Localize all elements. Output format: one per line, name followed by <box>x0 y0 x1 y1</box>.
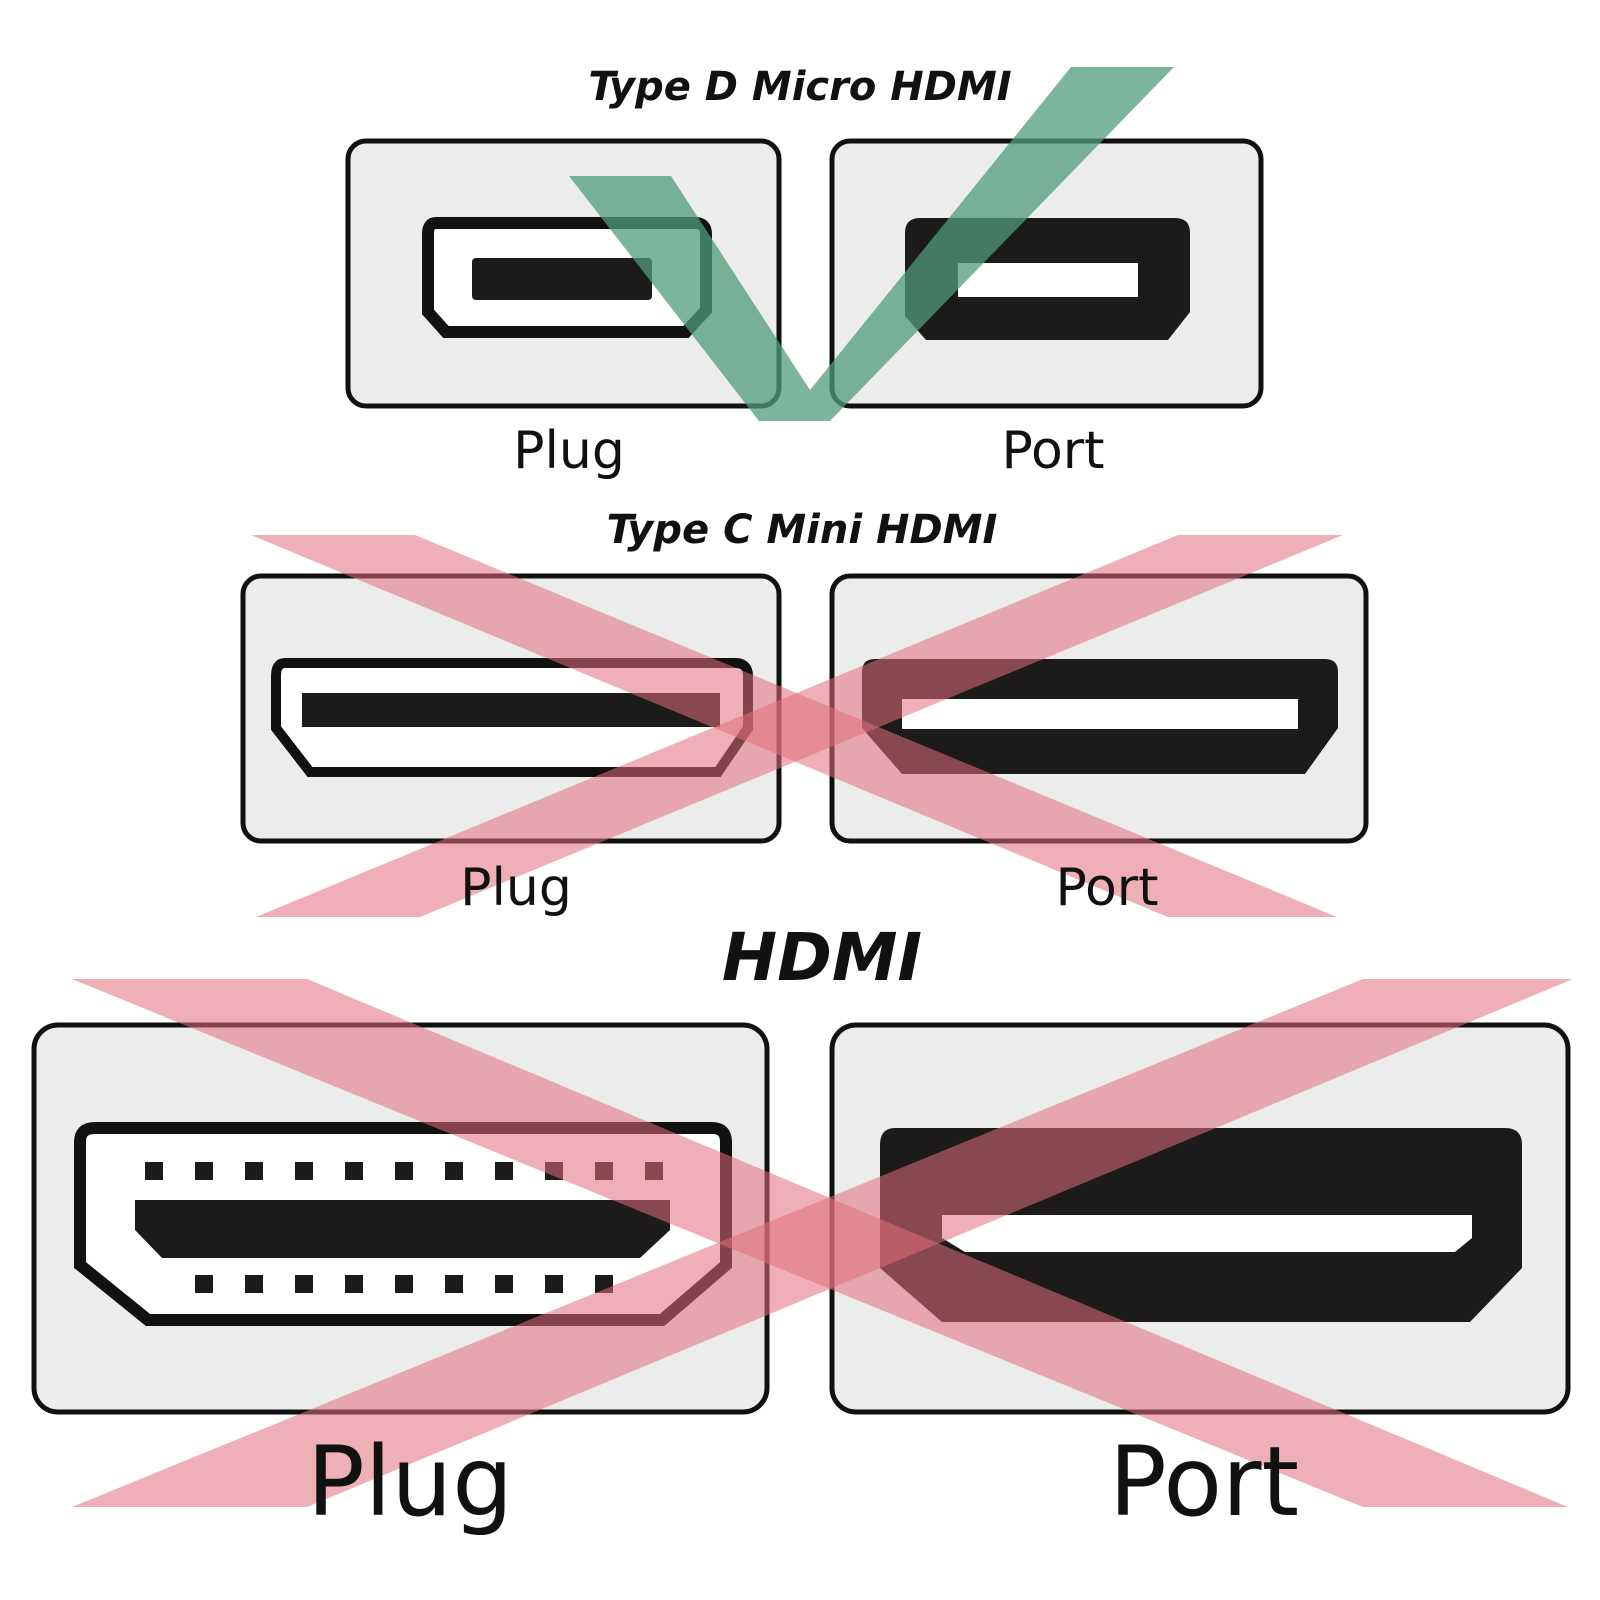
hdmi-port-pins <box>942 1215 1472 1252</box>
cross-icon <box>72 979 1573 1507</box>
micro-port-pins <box>958 263 1138 297</box>
check-mark-icon <box>569 67 1174 421</box>
port-label: Port <box>1109 1426 1299 1538</box>
plug-label: Plug <box>513 421 625 481</box>
hdmi-plug-pins <box>135 1162 670 1293</box>
port-label: Port <box>1055 858 1158 918</box>
cross-icon <box>256 535 1343 917</box>
section-title: Type C Mini HDMI <box>607 507 998 553</box>
section-mini-hdmi: Type C Mini HDMI Plug Port <box>240 507 1369 918</box>
section-micro-hdmi: Type D Micro HDMI Plug Port <box>345 64 1264 481</box>
port-label: Port <box>1001 421 1104 481</box>
micro-plug-pins <box>472 258 652 300</box>
section-title: Type D Micro HDMI <box>588 64 1011 110</box>
section-title: HDMI <box>722 919 922 996</box>
section-standard-hdmi: HDMI Plug Port <box>31 919 1573 1538</box>
plug-label: Plug <box>307 1426 513 1538</box>
plug-label: Plug <box>460 858 572 918</box>
mini-port-pins <box>902 699 1298 729</box>
